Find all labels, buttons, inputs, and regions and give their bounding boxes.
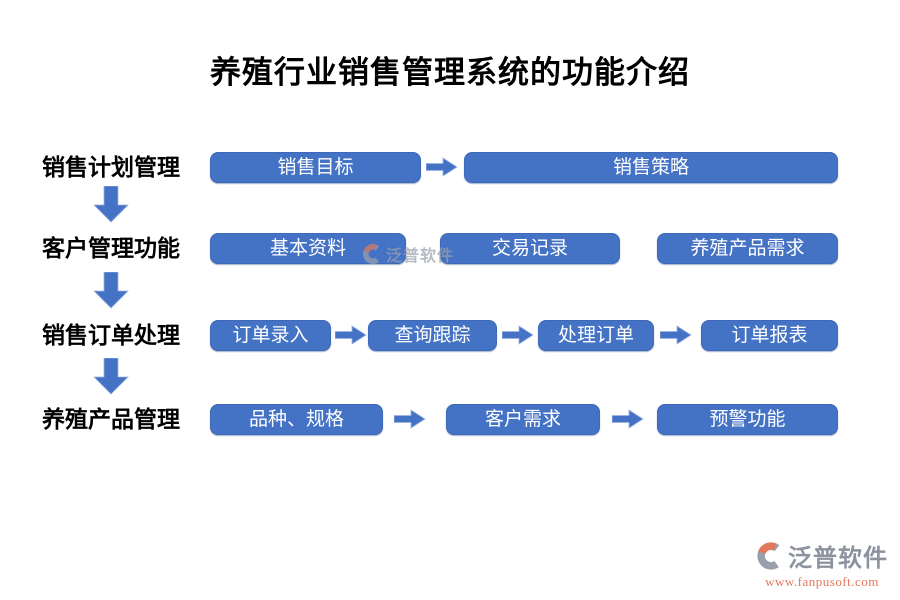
row-label-breeding-product-management: 养殖产品管理: [42, 407, 180, 432]
right-arrow-icon: [660, 325, 692, 345]
flow-row-sales-order: 销售订单处理 订单录入 查询跟踪 处理订单 订单报表: [0, 320, 900, 351]
flow-box-breeding-product-demand: 养殖产品需求: [657, 233, 838, 264]
flow-box-variety-spec: 品种、规格: [210, 404, 383, 435]
flow-row-customer-management: 客户管理功能 基本资料 交易记录 养殖产品需求: [0, 233, 900, 264]
flow-row-sales-plan: 销售计划管理 销售目标 销售策略: [0, 152, 900, 183]
right-arrow-icon: [502, 325, 534, 345]
page-title: 养殖行业销售管理系统的功能介绍: [210, 55, 690, 90]
flow-row-breeding-product: 养殖产品管理 品种、规格 客户需求 预警功能: [0, 404, 900, 435]
watermark-url: www.fanpusoft.com: [765, 574, 879, 589]
flow-box-query-tracking: 查询跟踪: [368, 320, 497, 351]
row-label-sales-plan-management: 销售计划管理: [42, 155, 180, 180]
row-label-customer-management: 客户管理功能: [42, 236, 180, 261]
flow-box-sales-strategy: 销售策略: [464, 152, 838, 183]
row-label-sales-order-processing: 销售订单处理: [42, 323, 180, 348]
flow-box-basic-info: 基本资料: [210, 233, 406, 264]
flow-box-order-entry: 订单录入: [210, 320, 331, 351]
down-arrow-icon: [93, 358, 129, 395]
right-arrow-icon: [335, 325, 367, 345]
flow-box-sales-target: 销售目标: [210, 152, 421, 183]
flow-box-transaction-records: 交易记录: [440, 233, 620, 264]
watermark-logo-icon: [757, 541, 785, 570]
flow-box-warning-function: 预警功能: [657, 404, 838, 435]
flow-box-customer-demand: 客户需求: [446, 404, 600, 435]
watermark-brand: 泛普软件: [788, 546, 888, 572]
footer-watermark-brand-line: 泛普软件: [756, 538, 888, 573]
down-arrow-icon: [93, 186, 129, 223]
right-arrow-icon: [426, 157, 458, 177]
flow-box-order-report: 订单报表: [701, 320, 838, 351]
footer-watermark: 泛普软件 www.fanpusoft.com: [756, 538, 888, 590]
right-arrow-icon: [612, 409, 644, 429]
down-arrow-icon: [93, 272, 129, 309]
right-arrow-icon: [394, 409, 426, 429]
flow-box-process-order: 处理订单: [538, 320, 654, 351]
